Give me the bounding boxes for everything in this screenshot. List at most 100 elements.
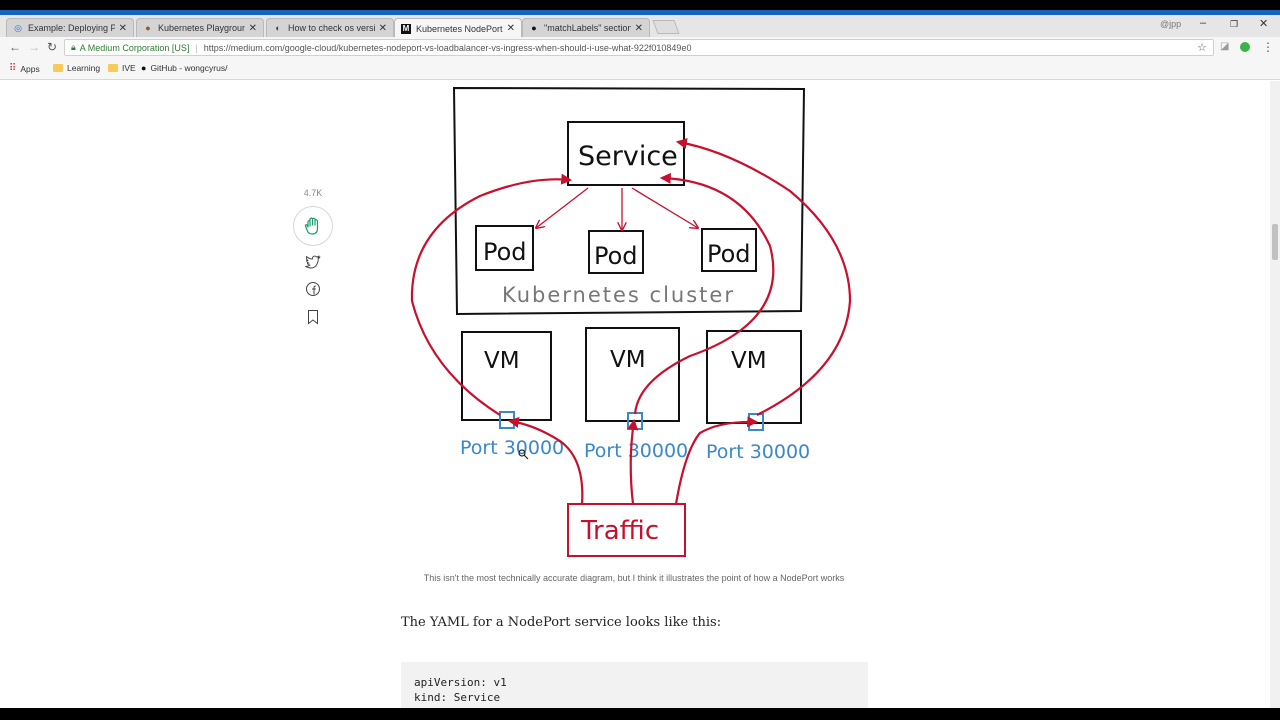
github-icon: ● [531, 23, 537, 33]
clap-icon [304, 217, 319, 235]
tab-check-os-version[interactable]: ◐ How to check os version ✕ [266, 18, 394, 37]
folder-icon [108, 64, 118, 72]
tab-label: Kubernetes NodePort vs [416, 23, 503, 34]
nodeport-diagram: Kubernetes cluster Service Pod Pod Pod V… [410, 86, 852, 557]
scrollbar-thumb[interactable] [1272, 224, 1278, 260]
restore-icon[interactable]: ❐ [1230, 19, 1239, 29]
tab-kubernetes-nodeport[interactable]: M Kubernetes NodePort vs ✕ [394, 18, 522, 38]
tab-label: "matchLabels" section of [544, 23, 631, 33]
url-text: https://medium.com/google-cloud/kubernet… [203, 42, 692, 53]
clap-count: 4.7K [303, 188, 323, 198]
reload-icon[interactable]: ↻ [47, 40, 58, 54]
code-line: kind: Service [414, 691, 501, 704]
traffic-to-port-arrow-3 [674, 416, 759, 505]
service-to-pod-arrow-1 [536, 187, 589, 228]
port-label-3: Port 30000 [706, 441, 810, 463]
twitter-icon [305, 255, 321, 269]
bookmark-learning[interactable]: Learning [53, 63, 100, 73]
window-border [0, 10, 1280, 15]
screen-bottom-bar [0, 708, 1280, 720]
bookmark-icon [308, 310, 318, 325]
apps-grid-icon: ⠿ [9, 63, 17, 74]
cursor-magnify-icon [518, 449, 529, 460]
vm-box-2 [585, 327, 680, 422]
bookmark-github[interactable]: ● GitHub - wongcyrus/ [141, 63, 227, 73]
traffic-box [567, 503, 686, 557]
clap-button[interactable] [293, 206, 333, 246]
bookmark-label: Learning [67, 63, 101, 73]
pod-label-1: Pod [483, 238, 527, 266]
pod-box-2 [588, 230, 644, 274]
vm-box-3 [706, 330, 802, 424]
bookmark-ive[interactable]: IVE [108, 63, 136, 73]
page-scrollbar[interactable] [1270, 81, 1280, 708]
screen-top-bar [0, 0, 1280, 10]
port-label-2: Port 30000 [584, 440, 688, 462]
service-box [567, 121, 685, 186]
article-paragraph: The YAML for a NodePort service looks li… [401, 615, 722, 630]
github-icon: ● [141, 63, 147, 73]
close-window-icon[interactable]: ✕ [1259, 18, 1269, 30]
vm-box-1 [461, 331, 552, 421]
pod-label-2: Pod [594, 242, 638, 270]
service-label: Service [578, 141, 678, 172]
separator: | [195, 42, 198, 53]
code-line: apiVersion: v1 [414, 676, 507, 689]
facebook-icon [306, 282, 320, 296]
vm-label-3: VM [731, 348, 767, 374]
tab-example-deploying[interactable]: ◎ Example: Deploying PHP ✕ [6, 18, 134, 37]
pod-box-1 [475, 225, 534, 271]
tab-label: Kubernetes Playground | [158, 23, 245, 33]
twitter-share-button[interactable] [304, 253, 322, 271]
chrome-icon: ◎ [14, 23, 22, 33]
port-label-1: Port 30000 [460, 437, 564, 459]
facebook-share-button[interactable] [304, 280, 322, 298]
port-to-service-arrow-3 [675, 138, 852, 416]
site-icon: ◐ [275, 23, 281, 33]
port-to-service-arrow-2 [633, 172, 775, 415]
address-bar[interactable]: 🔒︎ A Medium Corporation [US] | https://m… [64, 39, 1214, 56]
bookmark-star-icon[interactable]: ☆ [1197, 42, 1207, 54]
medium-icon: M [401, 23, 411, 34]
traffic-to-port-arrow-2 [627, 418, 639, 505]
close-icon[interactable]: ✕ [248, 22, 257, 34]
close-icon[interactable]: ✕ [506, 23, 515, 34]
figure-caption: This isn't the most technically accurate… [423, 573, 845, 583]
extension-green-icon[interactable] [1240, 42, 1250, 52]
bookmark-label: Apps [20, 63, 40, 74]
menu-icon[interactable]: ⋮ [1262, 40, 1274, 54]
traffic-to-port-arrow-1 [507, 416, 584, 505]
forward-arrow-icon[interactable]: → [28, 40, 40, 54]
extension-icon[interactable]: ◪ [1220, 41, 1230, 52]
new-tab-button[interactable] [652, 20, 680, 34]
bookmark-label: GitHub - wongcyrus/ [150, 63, 228, 73]
back-arrow-icon[interactable]: ← [9, 40, 21, 54]
tab-matchlabels[interactable]: ● "matchLabels" section of ✕ [522, 18, 650, 37]
close-icon[interactable]: ✕ [634, 22, 643, 34]
tab-label: How to check os version [288, 23, 375, 33]
cluster-box [452, 86, 806, 316]
tab-label: Example: Deploying PHP [28, 23, 115, 33]
page-content: 4.7K [0, 81, 1270, 708]
security-label: A Medium Corporation [US] [79, 42, 190, 53]
close-icon[interactable]: ✕ [378, 22, 387, 34]
code-block: apiVersion: v1 kind: Service [401, 662, 868, 708]
minimize-icon[interactable]: – [1200, 17, 1207, 29]
lock-icon: 🔒︎ [71, 42, 76, 52]
katacoda-icon: ● [145, 23, 151, 33]
bookmarks-bar: ⠿ Apps Learning IVE ● GitHub - wongcyrus… [0, 59, 1280, 80]
vm-label-1: VM [484, 348, 520, 374]
vm-label-2: VM [610, 347, 646, 373]
tab-kubernetes-playground[interactable]: ● Kubernetes Playground | ✕ [136, 18, 264, 37]
bookmark-label: IVE [122, 63, 136, 73]
folder-icon [53, 64, 63, 72]
bookmark-article-button[interactable] [304, 308, 322, 326]
profile-name[interactable]: @jpp [1160, 19, 1182, 29]
service-to-pod-arrow-3 [631, 187, 698, 228]
port-to-service-arrow-1 [410, 173, 573, 416]
tab-strip: ◎ Example: Deploying PHP ✕ ● Kubernetes … [0, 15, 1280, 38]
bookmark-apps[interactable]: ⠿ Apps [9, 63, 40, 74]
close-icon[interactable]: ✕ [118, 22, 127, 34]
pod-box-3 [701, 228, 757, 272]
